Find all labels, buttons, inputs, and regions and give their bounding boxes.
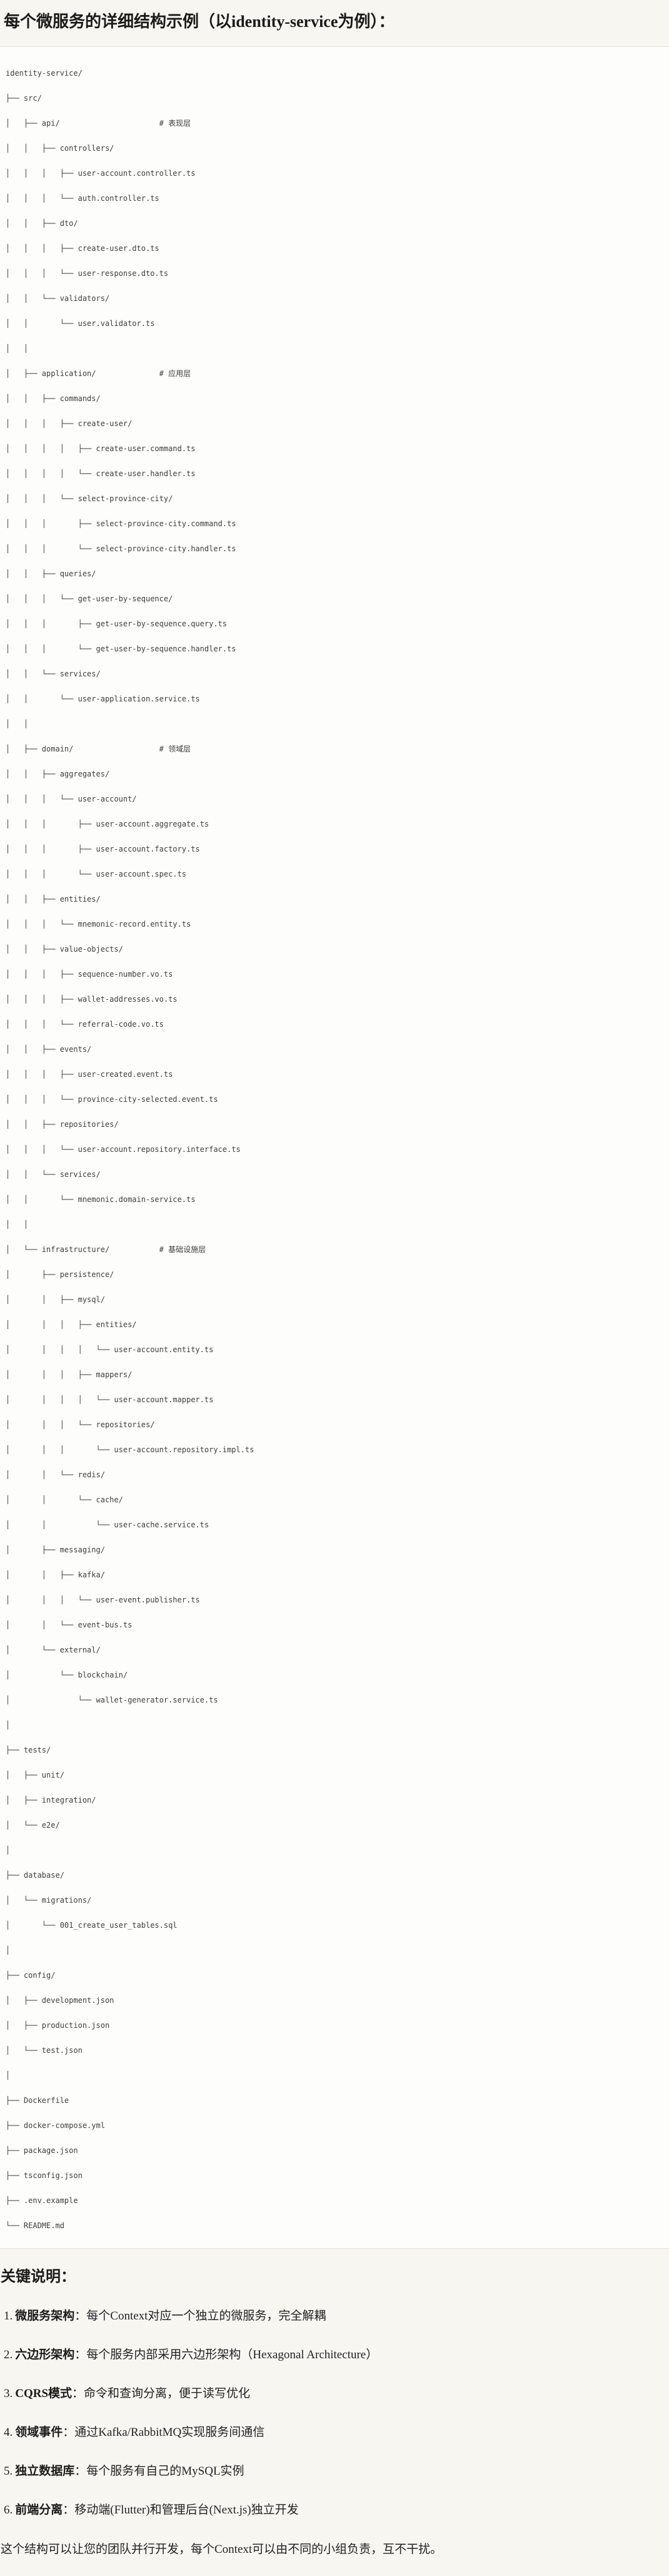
note-item-label: 前端分离 bbox=[15, 2503, 63, 2517]
note-item-text: ：移动端(Flutter)和管理后台(Next.js)独立开发 bbox=[63, 2503, 299, 2517]
note-item-number: 1. bbox=[4, 2309, 13, 2323]
note-item-number: 2. bbox=[4, 2348, 13, 2361]
note-item-number: 3. bbox=[4, 2387, 13, 2400]
note-item-text: ：通过Kafka/RabbitMQ实现服务间通信 bbox=[63, 2426, 265, 2439]
code-block: identity-service/ ├── src/ │ ├── api/ # … bbox=[0, 46, 669, 2249]
page-title: 每个微服务的详细结构示例（以identity-service为例）： bbox=[4, 13, 395, 31]
notes-heading: 关键说明： bbox=[1, 2269, 76, 2285]
note-item: 4.领域事件：通过Kafka/RabbitMQ实现服务间通信 bbox=[4, 2424, 669, 2441]
note-item-number: 5. bbox=[4, 2465, 13, 2478]
note-item-label: 微服务架构 bbox=[15, 2309, 75, 2323]
note-item-text: ：每个服务有自己的MySQL实例 bbox=[74, 2465, 244, 2478]
document-page: 每个微服务的详细结构示例（以identity-service为例）： ident… bbox=[0, 10, 669, 2558]
note-item: 6.前端分离：移动端(Flutter)和管理后台(Next.js)独立开发 bbox=[4, 2502, 669, 2518]
note-item: 5.独立数据库：每个服务有自己的MySQL实例 bbox=[4, 2463, 669, 2480]
note-item-number: 4. bbox=[4, 2426, 13, 2439]
note-item-label: 领域事件 bbox=[15, 2426, 63, 2439]
note-item: 3.CQRS模式：命令和查询分离，便于读写优化 bbox=[4, 2385, 669, 2402]
note-item-label: 六边形架构 bbox=[15, 2348, 75, 2361]
note-item: 2.六边形架构：每个服务内部采用六边形架构（Hexagonal Architec… bbox=[4, 2346, 669, 2363]
note-item-number: 6. bbox=[4, 2503, 13, 2517]
note-item-text: ：每个服务内部采用六边形架构（Hexagonal Architecture） bbox=[74, 2348, 378, 2361]
note-item-text: ：每个Context对应一个独立的微服务，完全解耦 bbox=[74, 2309, 326, 2323]
note-item: 1.微服务架构：每个Context对应一个独立的微服务，完全解耦 bbox=[4, 2308, 669, 2324]
note-item-text: ：命令和查询分离，便于读写优化 bbox=[72, 2387, 251, 2400]
summary-paragraph: 这个结构可以让您的团队并行开发，每个Context可以由不同的小组负责，互不干扰… bbox=[1, 2543, 443, 2556]
note-item-label: 独立数据库 bbox=[15, 2465, 75, 2478]
note-item-label: CQRS模式 bbox=[15, 2387, 73, 2400]
directory-tree: identity-service/ ├── src/ │ ├── api/ # … bbox=[6, 69, 254, 2230]
